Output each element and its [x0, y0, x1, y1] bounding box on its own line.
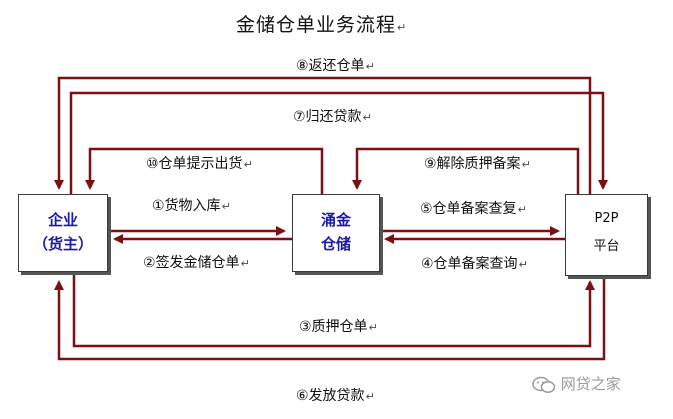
edge-8-return-receipt — [54, 76, 592, 194]
node-p2p-line2: 平台 — [593, 239, 620, 254]
watermark: 网贷之家 — [532, 373, 621, 394]
node-p2p-line1: P2P — [594, 211, 619, 226]
edge-label-3: ③质押仓单↵ — [299, 319, 378, 335]
node-enterprise-line1: 企业 — [47, 211, 78, 229]
edge-label-5: ⑤仓单备案查复↵ — [420, 201, 527, 217]
node-p2p-platform: P2P 平台 — [565, 194, 648, 276]
edge-9-release-pledge — [352, 147, 580, 194]
edge-label-4: ④仓单备案查询↵ — [421, 256, 528, 272]
node-yongjin-line1: 涌金 — [320, 211, 351, 229]
node-yongjin-storage: 涌金 仓储 — [292, 194, 380, 272]
edge-10-release-goods — [85, 147, 324, 194]
diagram-title: 金储仓单业务流程↵ — [236, 14, 408, 36]
edge-label-1: ①货物入库↵ — [152, 198, 231, 214]
node-yongjin-line2: 仓储 — [320, 235, 351, 253]
wechat-icon — [532, 376, 556, 394]
edge-label-7: ⑦归还贷款↵ — [293, 109, 372, 125]
node-enterprise-line2: （货主） — [32, 235, 93, 253]
edge-3-pledge-receipt — [72, 270, 595, 348]
edge-label-10: ⑩仓单提示出货↵ — [146, 156, 253, 172]
watermark-text: 网贷之家 — [560, 375, 621, 393]
edge-6-issue-loan — [54, 270, 606, 361]
edge-label-2: ②签发金储仓单↵ — [143, 255, 250, 271]
edge-label-9: ⑨解除质押备案↵ — [424, 156, 531, 172]
edge-label-6: ⑥发放贷款↵ — [296, 388, 375, 404]
edge-label-8: ⑧返还仓单↵ — [296, 58, 375, 74]
edge-7-repay-loan — [69, 91, 608, 194]
node-enterprise: 企业 （货主） — [18, 194, 108, 272]
